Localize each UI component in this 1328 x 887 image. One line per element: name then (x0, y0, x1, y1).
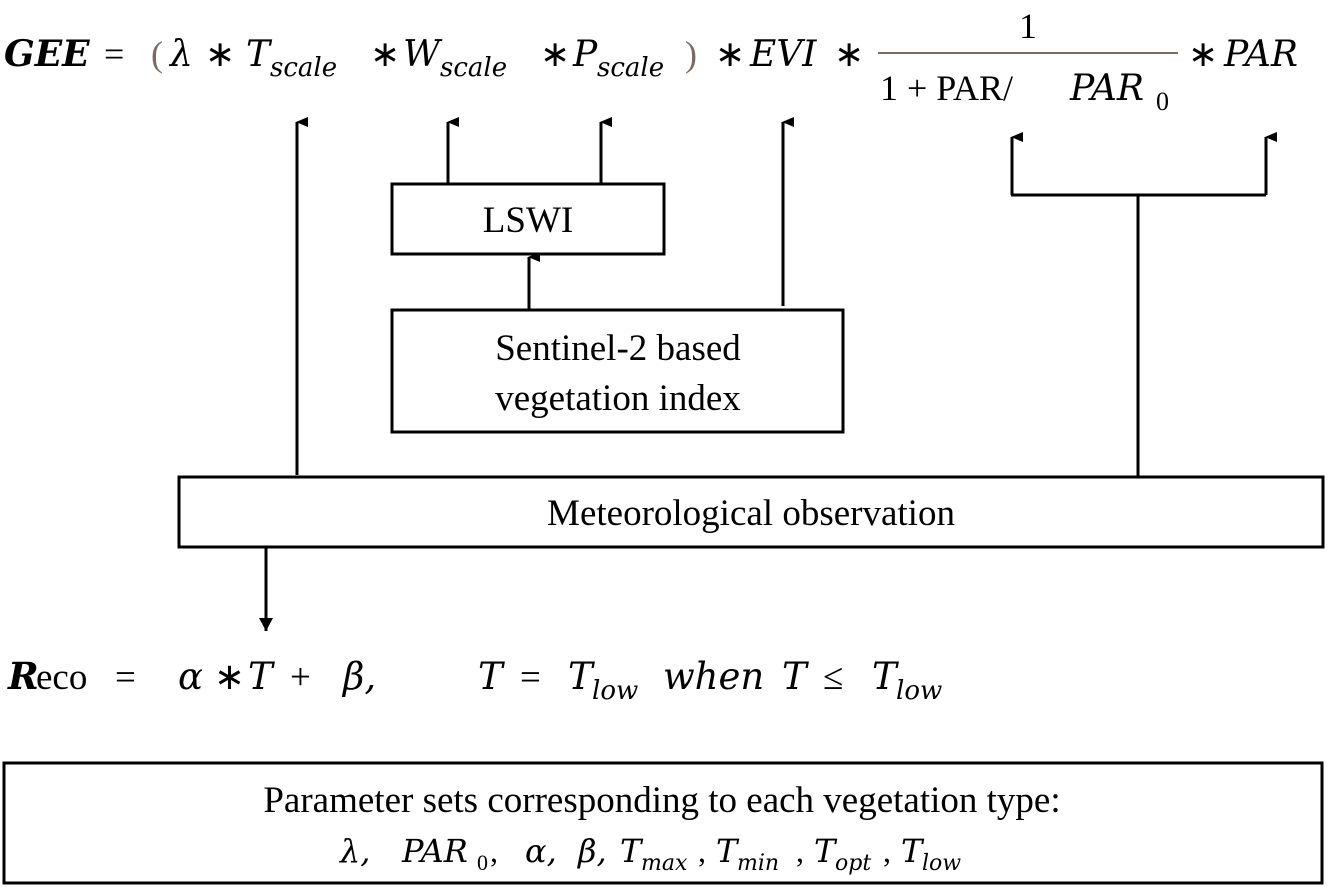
gee-t: T (246, 34, 273, 75)
gee-close-paren: ) (685, 34, 697, 74)
gee-star-3: ∗ (540, 34, 570, 74)
param-comma-2: , (698, 833, 706, 869)
reco-when: when (663, 655, 764, 698)
param-tmax-subscript: max (641, 851, 688, 876)
sentinel-label-line2: vegetation index (495, 378, 741, 419)
gee-t-subscript: scale (270, 53, 337, 83)
gee-par: PAR (1223, 34, 1298, 75)
param-lambda: λ, (338, 832, 370, 870)
gee-p-subscript: scale (597, 53, 664, 83)
gee-fraction-denominator-subscript: 0 (1156, 87, 1169, 116)
param-comma-3: , (796, 833, 804, 869)
reco-cond-tlow-subscript: low (592, 676, 638, 706)
sentinel-box: Sentinel-2 based vegetation index (390, 308, 845, 434)
reco-plus: + (290, 657, 311, 698)
reco-cond-tlow2-subscript: low (896, 676, 942, 706)
gee-fraction-denominator-par: PAR (1069, 68, 1144, 109)
gee-equation: GEE = ( λ ∗ T scale ∗ W scale ∗ P scale … (4, 6, 1298, 116)
reco-cond-tlow2: T (872, 655, 899, 698)
param-beta: β, (577, 832, 607, 870)
parameter-box: Parameter sets corresponding to each veg… (2, 761, 1324, 885)
param-comma-1: , (490, 833, 498, 869)
param-topt-subscript: opt (835, 851, 871, 876)
gee-lambda: λ (168, 34, 193, 75)
meteorological-box: Meteorological observation (177, 475, 1325, 549)
lswi-box: LSWI (390, 182, 666, 256)
param-alpha: α, (525, 832, 557, 870)
reco-eco: eco (36, 657, 87, 698)
parameter-box-title: Parameter sets corresponding to each veg… (263, 780, 1060, 821)
gee-fraction-numerator: 1 (1019, 6, 1037, 46)
gee-fraction-denominator-prefix: 1 + PAR/ (880, 68, 1013, 108)
param-tmax: T (620, 832, 644, 870)
reco-alpha: α (178, 655, 203, 698)
reco-t: T (248, 655, 275, 698)
gee-w-subscript: scale (440, 53, 507, 83)
param-tlow-subscript: low (922, 851, 961, 876)
param-tlow: T (901, 832, 925, 870)
gee-star-5: ∗ (834, 34, 864, 74)
parameter-box-border (2, 761, 1324, 885)
gee-star-4: ∗ (715, 34, 745, 74)
gee-p: P (572, 34, 598, 75)
reco-leq: ≤ (823, 657, 843, 698)
gee-label: GEE (4, 33, 90, 75)
gee-open-paren: ( (151, 34, 163, 74)
meteorological-box-border (177, 475, 1325, 549)
sentinel-label-line1: Sentinel-2 based (495, 328, 741, 369)
lswi-box-border (390, 182, 666, 256)
reco-cond-equals: = (520, 657, 541, 698)
reco-cond-t2: T (782, 655, 809, 698)
meteorological-label: Meteorological observation (547, 493, 955, 534)
reco-cond-t: T (478, 655, 505, 698)
param-comma-4: , (883, 833, 891, 869)
sentinel-box-border (390, 308, 845, 434)
lswi-label: LSWI (483, 200, 573, 241)
gee-arrows (259, 117, 1277, 631)
gee-equals: = (104, 34, 124, 74)
param-tmin: T (716, 832, 740, 870)
parameter-list: λ, PAR 0 , α, β, T max , T min , T opt ,… (338, 832, 961, 876)
param-topt: T (814, 832, 838, 870)
param-tmin-subscript: min (737, 851, 779, 876)
reco-equation: R eco = α ∗ T + β, T = T low when T ≤ T … (7, 654, 942, 706)
reco-equals: = (115, 657, 136, 698)
reco-cond-tlow: T (568, 655, 595, 698)
param-par: PAR (401, 832, 468, 870)
gee-star-1: ∗ (205, 34, 235, 74)
arrow-to-reco-head (259, 618, 273, 631)
gee-star-2: ∗ (370, 34, 400, 74)
param-par-subscript: 0 (477, 850, 488, 875)
reco-beta: β, (341, 655, 376, 698)
gee-w: W (403, 34, 443, 75)
reco-r: R (7, 654, 39, 698)
gee-star-6: ∗ (1188, 34, 1218, 74)
reco-star: ∗ (214, 657, 245, 698)
gee-evi: EVI (749, 34, 817, 75)
